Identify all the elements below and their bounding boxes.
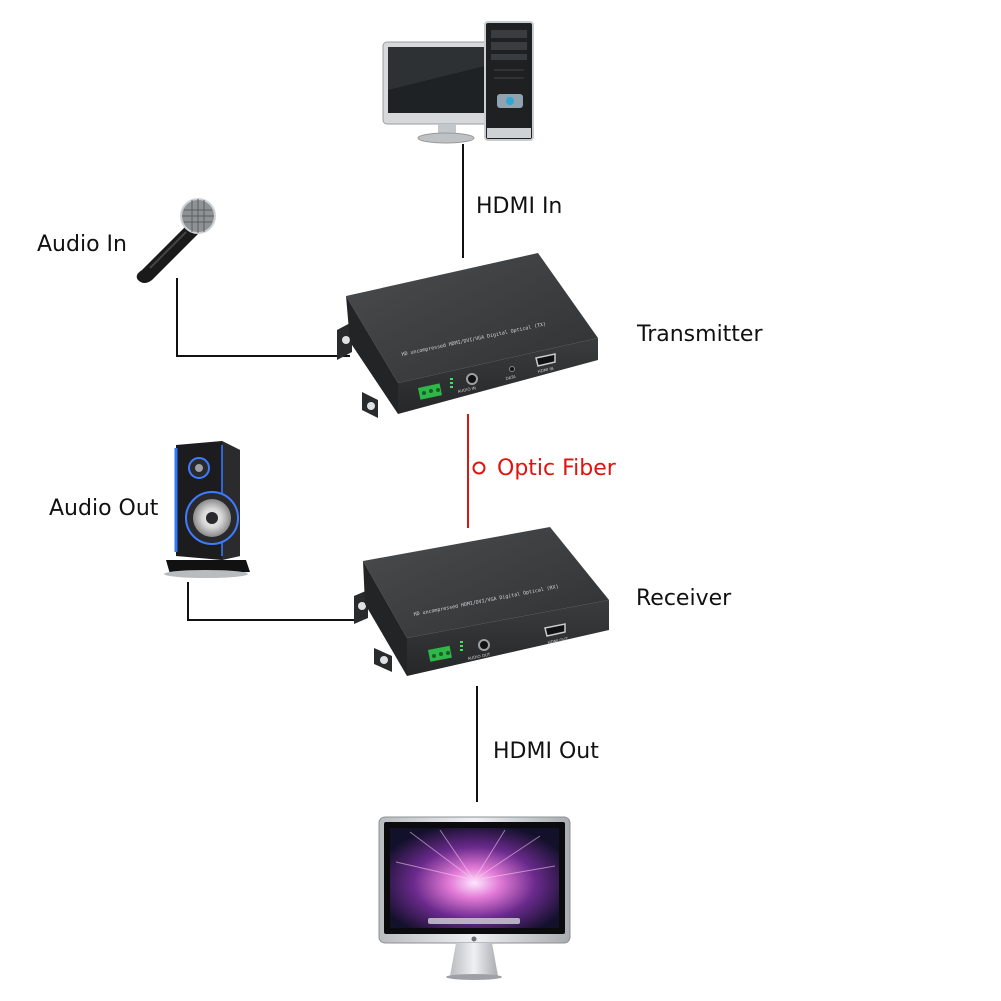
optic-fiber-cable <box>467 414 486 528</box>
fiber-connector-icon <box>472 461 486 475</box>
audio-in-label: Audio In <box>37 232 127 257</box>
audio-out-cable <box>187 582 360 621</box>
receiver-label: Receiver <box>636 586 732 611</box>
tx-audio-jack <box>466 373 478 385</box>
optic-fiber-label: Optic Fiber <box>497 456 616 481</box>
tx-hdmi-port-icon <box>535 353 556 367</box>
microphone-icon <box>136 198 216 283</box>
rx-hdmi-port-label: HDMI OUT <box>547 636 569 645</box>
audio-in-cable <box>176 278 350 357</box>
receiver-device: HD uncompressed HDMI/DVI/VGA Digital Opt… <box>354 527 609 676</box>
speaker-icon <box>164 441 250 578</box>
tx-audio-port-label: AUDIO IN <box>457 385 476 394</box>
tx-hdmi-port-label: HDMI IN <box>537 366 554 374</box>
tx-fiber-port-label: DATA <box>505 374 516 381</box>
display-monitor-icon <box>378 816 571 980</box>
hdmi-out-label: HDMI Out <box>493 739 599 764</box>
hdmi-in-label: HDMI In <box>476 194 563 219</box>
rx-audio-jack <box>478 639 490 651</box>
rx-hdmi-port-icon <box>544 623 566 637</box>
rx-audio-port-label: AUDIO OUT <box>467 652 491 661</box>
desktop-computer-icon <box>382 21 534 144</box>
audio-out-label: Audio Out <box>49 496 159 521</box>
transmitter-label: Transmitter <box>637 322 763 347</box>
transmitter-device: HD uncompressed HDMI/DVI/VGA Digital Opt… <box>337 253 598 418</box>
